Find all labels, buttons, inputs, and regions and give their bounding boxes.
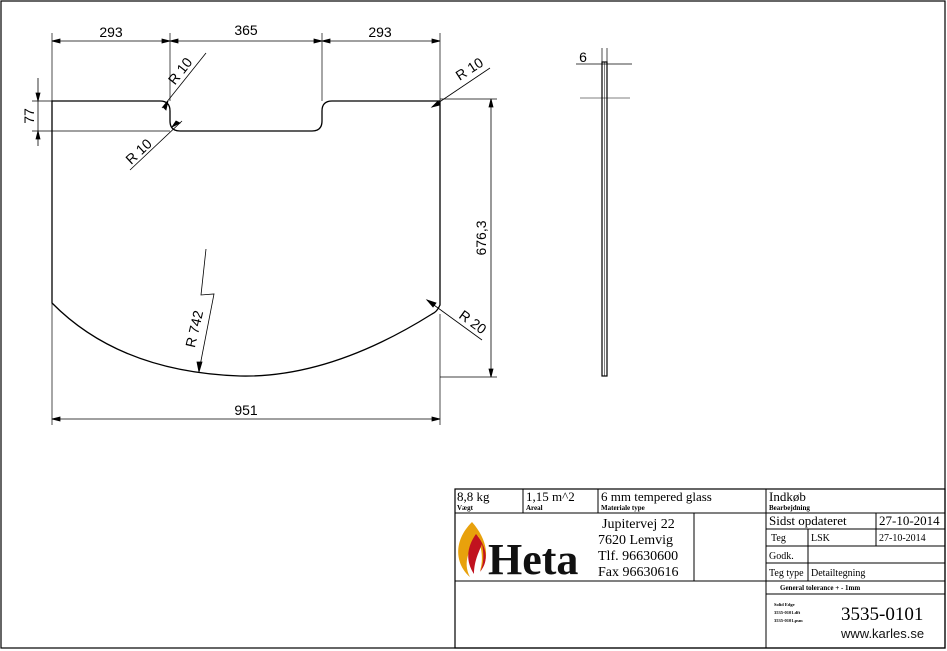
general-tolerance: General tolerance + - 1mm: [780, 584, 860, 592]
website-url: www.karles.se: [840, 626, 924, 641]
drawing-type-label: Teg type: [769, 568, 804, 579]
purchase-value: Indkøb: [769, 489, 806, 504]
last-updated-label: Sidst opdateret: [769, 513, 847, 528]
extension-lines: [32, 33, 497, 425]
dim-top-left: 293: [99, 24, 123, 40]
radius-arc: R 742: [182, 309, 206, 349]
radius-notch-top: R 10: [165, 54, 196, 87]
area-label: Areal: [526, 504, 543, 512]
company-address-city: 7620 Lemvig: [598, 533, 673, 548]
flame-icon: [458, 522, 487, 577]
glass-front-view: [51, 100, 441, 377]
last-updated-date: 27-10-2014: [879, 513, 940, 528]
glass-outline: [51, 100, 441, 377]
weight-value: 8,8 kg: [457, 489, 490, 504]
weight-label: Vægt: [457, 504, 474, 512]
company-fax: Fax 96630616: [598, 565, 679, 580]
area-value: 1,15 m^2: [526, 489, 575, 504]
material-value: 6 mm tempered glass: [601, 489, 712, 504]
company-logo-text: Heta: [488, 535, 578, 584]
radius-corner-bottom-right: R 20: [456, 307, 490, 337]
drawn-label: Teg: [771, 533, 786, 544]
material-label: Materiale type: [601, 504, 645, 512]
dim-width: 951: [234, 402, 258, 418]
dim-notch-depth: 77: [21, 108, 37, 124]
dim-height: 676,3: [473, 220, 489, 255]
company-phone: Tlf. 96630600: [598, 549, 678, 564]
radius-corner-top-right: R 10: [453, 54, 487, 84]
drawn-date: 27-10-2014: [879, 533, 926, 544]
purchase-label: Bearbejdning: [769, 504, 810, 512]
file-line-3: 3535-0101.psm: [774, 618, 803, 623]
title-block: [454, 488, 946, 649]
file-line-1: Solid Edge: [774, 602, 795, 607]
company-address-street: Jupitervej 22: [602, 517, 675, 532]
dimension-lines: [35, 38, 494, 422]
drawn-by: LSK: [811, 533, 831, 544]
radius-notch-bottom: R 10: [122, 135, 155, 167]
file-line-2: 3535-0101.dft: [774, 610, 801, 615]
glass-side-view: [576, 48, 632, 377]
approved-label: Godk.: [769, 551, 794, 562]
dim-top-right: 293: [368, 24, 392, 40]
drawing-number: 3535-0101: [841, 604, 923, 625]
dim-top-middle: 365: [234, 22, 258, 38]
dim-thickness: 6: [579, 49, 587, 65]
drawing-type-value: Detailtegning: [811, 568, 865, 579]
